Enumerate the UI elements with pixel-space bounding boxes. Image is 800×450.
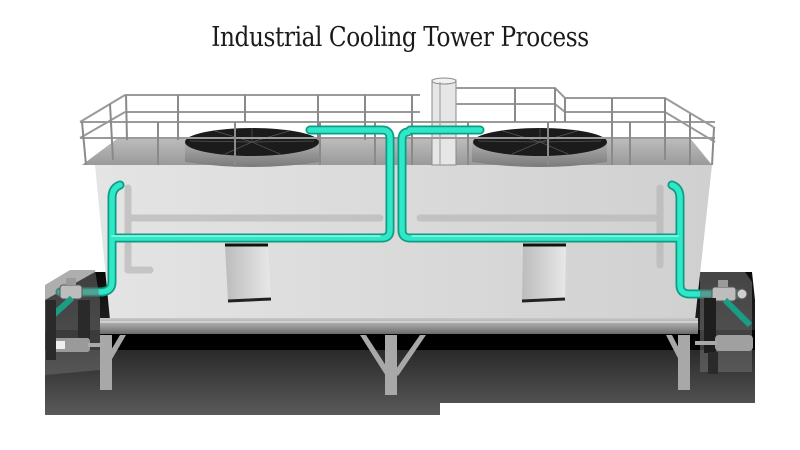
reflective-floor [45,272,755,415]
railing [79,87,716,166]
pipe-shadow [124,184,664,274]
support-frame [100,335,690,395]
pump-assembly-right [695,272,753,374]
tower-deck [82,138,712,165]
fan-left [185,128,320,167]
louvre-left [225,243,272,303]
louvre-right [521,243,566,303]
coolant-piping [55,125,745,299]
fan-right [472,128,607,167]
pump-assembly-left [45,270,106,375]
page-title: Industrial Cooling Tower Process [211,22,589,53]
